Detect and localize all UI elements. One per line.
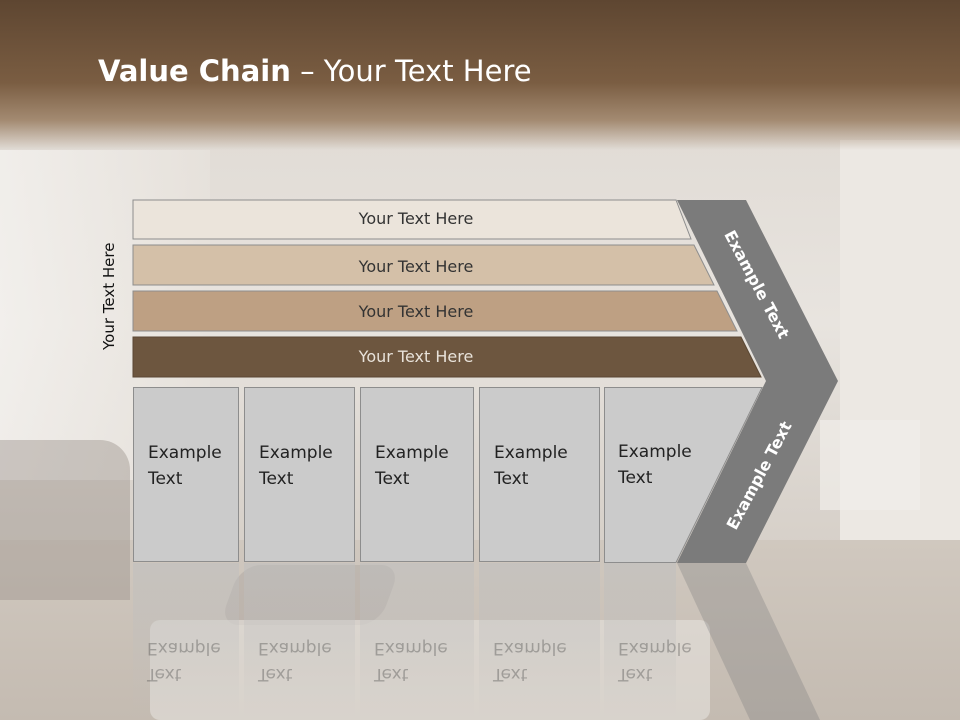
activity-box-3-reflection-line2: Text xyxy=(374,664,409,684)
slide-title[interactable]: Value Chain – Your Text Here xyxy=(98,54,532,88)
activity-box-5-reflection-line2: Text xyxy=(618,664,653,684)
chevron-arrow[interactable] xyxy=(677,200,838,563)
support-bar-4[interactable] xyxy=(132,336,762,378)
activity-box-1-reflection-line1: Example xyxy=(147,638,221,658)
activity-box-4-reflection-label: Text Example xyxy=(493,635,567,687)
support-bar-3[interactable] xyxy=(132,290,738,332)
activity-box-5-line1: Example xyxy=(618,442,692,462)
activity-box-2-reflection: Text Example xyxy=(244,563,355,720)
support-bar-2[interactable] xyxy=(132,244,715,286)
title-bold: Value Chain xyxy=(98,54,291,88)
activity-box-3-reflection-line1: Example xyxy=(374,638,448,658)
activity-box-3-reflection: Text Example xyxy=(360,563,474,720)
activity-box-4-line2: Text xyxy=(494,469,529,489)
title-rest: – Your Text Here xyxy=(290,54,532,88)
support-bar-2-label: Your Text Here xyxy=(358,257,474,276)
activity-box-5[interactable] xyxy=(604,387,764,563)
activity-box-1-line2: Text xyxy=(148,469,183,489)
activity-box-5-line2: Text xyxy=(618,468,653,488)
activity-box-3-line1: Example xyxy=(375,443,449,463)
activity-box-2-reflection-line2: Text xyxy=(258,664,293,684)
support-bar-3-label: Your Text Here xyxy=(358,302,474,321)
activity-box-4-reflection-line1: Example xyxy=(493,638,567,658)
activity-box-5-reflection-line1: Example xyxy=(618,638,692,658)
support-bar-1-label: Your Text Here xyxy=(358,209,474,228)
activity-box-4-line1: Example xyxy=(494,443,568,463)
activity-box-2-reflection-line1: Example xyxy=(258,638,332,658)
activity-box-1-reflection-line2: Text xyxy=(147,664,182,684)
activity-box-2-line2: Text xyxy=(259,469,294,489)
activity-box-1-reflection: Text Example xyxy=(133,563,239,720)
activity-box-2-reflection-label: Text Example xyxy=(258,635,332,687)
activity-box-2-line1: Example xyxy=(259,443,333,463)
activity-box-1-reflection-label: Text Example xyxy=(147,635,221,687)
activity-box-1-line1: Example xyxy=(148,443,222,463)
activity-box-4-reflection-line2: Text xyxy=(493,664,528,684)
background-chair xyxy=(0,440,130,600)
support-bar-4-label: Your Text Here xyxy=(358,347,474,366)
header-band xyxy=(0,0,960,150)
activity-box-3-line2: Text xyxy=(375,469,410,489)
activity-box-5-reflection: Text Example xyxy=(604,563,692,720)
activity-box-5-reflection-label: Text Example xyxy=(618,635,692,687)
activity-box-4-reflection: Text Example xyxy=(479,563,600,720)
activity-box-3-reflection-label: Text Example xyxy=(374,635,448,687)
chevron-reflection xyxy=(677,563,820,720)
support-bar-1[interactable] xyxy=(132,199,692,240)
background-fireplace xyxy=(820,420,920,510)
